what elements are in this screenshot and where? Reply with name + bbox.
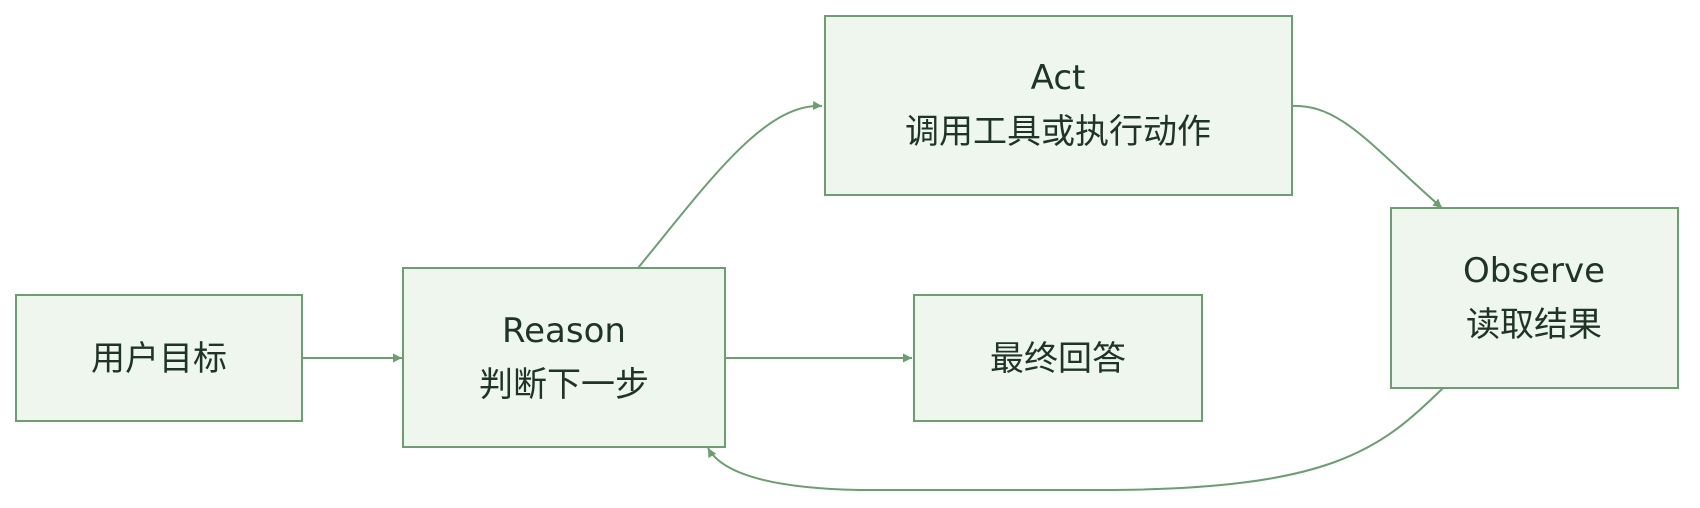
edge-observe-to-reason [707,387,1444,491]
node-act-title: Act [1031,58,1086,98]
node-reason-subtitle: 判断下一步 [479,365,649,405]
node-observe: Observe 读取结果 [1390,207,1679,389]
node-user-goal-label: 用户目标 [91,339,227,379]
node-act: Act 调用工具或执行动作 [824,15,1293,196]
node-observe-title: Observe [1463,251,1605,291]
node-reason-title: Reason [502,311,626,351]
edge-act-to-observe [1289,104,1443,209]
node-act-subtitle: 调用工具或执行动作 [905,112,1211,152]
node-user-goal: 用户目标 [15,294,303,422]
node-final-answer: 最终回答 [913,294,1203,422]
node-reason: Reason 判断下一步 [402,267,726,448]
node-final-answer-label: 最终回答 [990,339,1126,379]
edge-reason-to-act [637,101,823,269]
node-observe-subtitle: 读取结果 [1466,305,1602,345]
